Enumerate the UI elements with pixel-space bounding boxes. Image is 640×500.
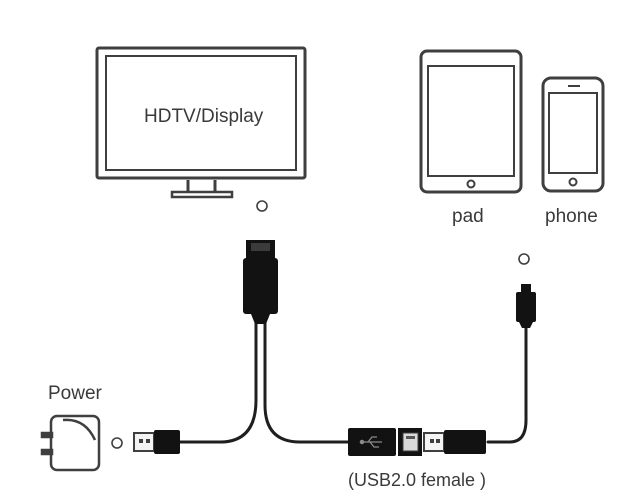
tablet-icon	[419, 49, 523, 194]
power-usb-plug	[133, 430, 180, 454]
phone-usb-plug	[423, 430, 486, 454]
cables	[178, 321, 528, 444]
phone-connector	[516, 284, 536, 328]
phone-label: phone	[545, 206, 598, 227]
power-label: Power	[48, 383, 102, 404]
cable-hdmi-right	[263, 321, 350, 444]
usb-female-label: (USB2.0 female )	[348, 470, 487, 490]
usb-symbol-icon	[359, 436, 382, 448]
tv-monitor-icon	[95, 46, 307, 199]
cable-phone	[486, 325, 528, 444]
connector-indicator-hdmi	[256, 200, 268, 212]
hdmi-connector	[243, 240, 278, 324]
power-adapter-icon	[40, 414, 101, 472]
usb-female-connector	[348, 428, 422, 456]
tv-display-label: HDTV/Display	[144, 106, 264, 127]
connector-indicator-power	[111, 437, 123, 449]
connector-indicator-phone	[518, 253, 530, 265]
cable-hdmi-left	[178, 321, 258, 444]
phone-icon	[541, 76, 605, 193]
pad-label: pad	[452, 206, 484, 227]
